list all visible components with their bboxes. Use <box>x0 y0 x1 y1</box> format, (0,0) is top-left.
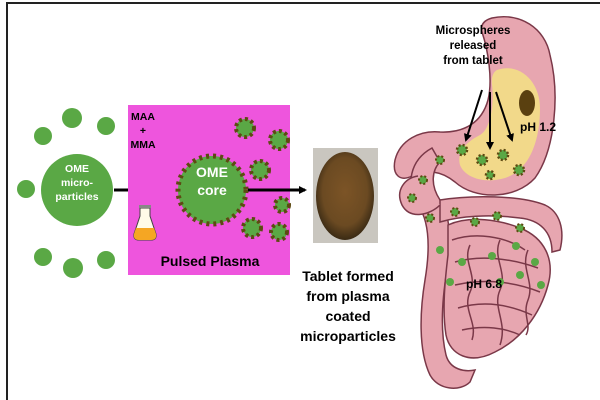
duodenum <box>398 175 441 216</box>
monomer-label: MAA + MMA <box>130 110 156 152</box>
microparticle <box>34 248 52 266</box>
released-microsphere <box>496 148 510 162</box>
released-microsphere <box>537 281 545 289</box>
released-microsphere <box>512 163 526 177</box>
tablet-caption: Tablet formed from plasma coated micropa… <box>292 266 404 346</box>
released-microsphere <box>436 246 444 254</box>
microparticle <box>97 117 115 135</box>
coated-particle <box>269 222 289 242</box>
monomer-maa: MAA <box>131 111 155 123</box>
ome-microparticles-line2: micro- <box>60 177 94 189</box>
released-microsphere <box>475 153 489 167</box>
released-microsphere <box>492 211 502 221</box>
pulsed-plasma-label: Pulsed Plasma <box>160 253 260 269</box>
coated-particle <box>268 129 290 151</box>
microparticle <box>17 180 35 198</box>
stomach-ph-label: pH 1.2 <box>520 120 557 134</box>
ome-microparticles-group <box>17 108 115 278</box>
release-label: Microspheres released from tablet <box>408 24 538 69</box>
released-microsphere <box>496 278 504 286</box>
released-microsphere <box>435 155 445 165</box>
coated-particle <box>234 117 256 139</box>
released-microsphere <box>407 193 417 203</box>
microparticle <box>97 251 115 269</box>
ome-core-line1: OME <box>196 164 228 180</box>
ome-core-label: OME core <box>184 163 240 199</box>
release-label-line1: Microspheres <box>435 25 511 37</box>
released-microsphere <box>515 223 525 233</box>
released-microsphere <box>470 217 480 227</box>
release-label-line2: released <box>449 40 497 52</box>
released-microsphere <box>512 242 520 250</box>
monomer-mma: MMA <box>130 139 156 151</box>
released-microsphere <box>450 207 460 217</box>
tablet-caption-line3: coated <box>325 308 371 324</box>
release-label-line3: from tablet <box>443 55 503 67</box>
released-microsphere <box>488 252 496 260</box>
released-microsphere <box>446 278 454 286</box>
coated-particles <box>234 117 291 242</box>
release-callout-arrows <box>464 89 514 150</box>
released-microsphere <box>484 169 496 181</box>
released-microsphere <box>516 271 524 279</box>
flask-icon <box>133 205 157 241</box>
coated-particle <box>249 159 271 181</box>
ome-microparticle-center <box>41 154 113 226</box>
intestine-ph-label: pH 6.8 <box>466 277 503 291</box>
released-microspheres <box>407 143 545 289</box>
released-microsphere <box>425 213 435 223</box>
coated-particle <box>241 217 263 239</box>
microparticle <box>62 108 82 128</box>
released-microsphere <box>531 258 539 266</box>
tablet-caption-line4: microparticles <box>300 328 396 344</box>
microparticle <box>34 127 52 145</box>
ome-microparticles-line3: particles <box>55 191 99 203</box>
stomach <box>393 16 556 196</box>
coated-particle <box>273 196 291 214</box>
ome-microparticles-line1: OME <box>65 163 89 175</box>
tablet <box>316 152 374 240</box>
coated-ome-core <box>175 153 249 227</box>
released-microsphere <box>418 175 428 185</box>
ome-microparticles-label: OME micro- particles <box>43 162 111 204</box>
microparticle <box>63 258 83 278</box>
released-microsphere <box>455 143 469 157</box>
released-microsphere <box>458 258 466 266</box>
ome-core-line2: core <box>197 182 227 198</box>
tablet-caption-line2: from plasma <box>306 288 390 304</box>
small-intestine <box>443 218 551 359</box>
monomer-plus: + <box>139 125 147 137</box>
tablet-caption-line1: Tablet formed <box>302 268 394 284</box>
